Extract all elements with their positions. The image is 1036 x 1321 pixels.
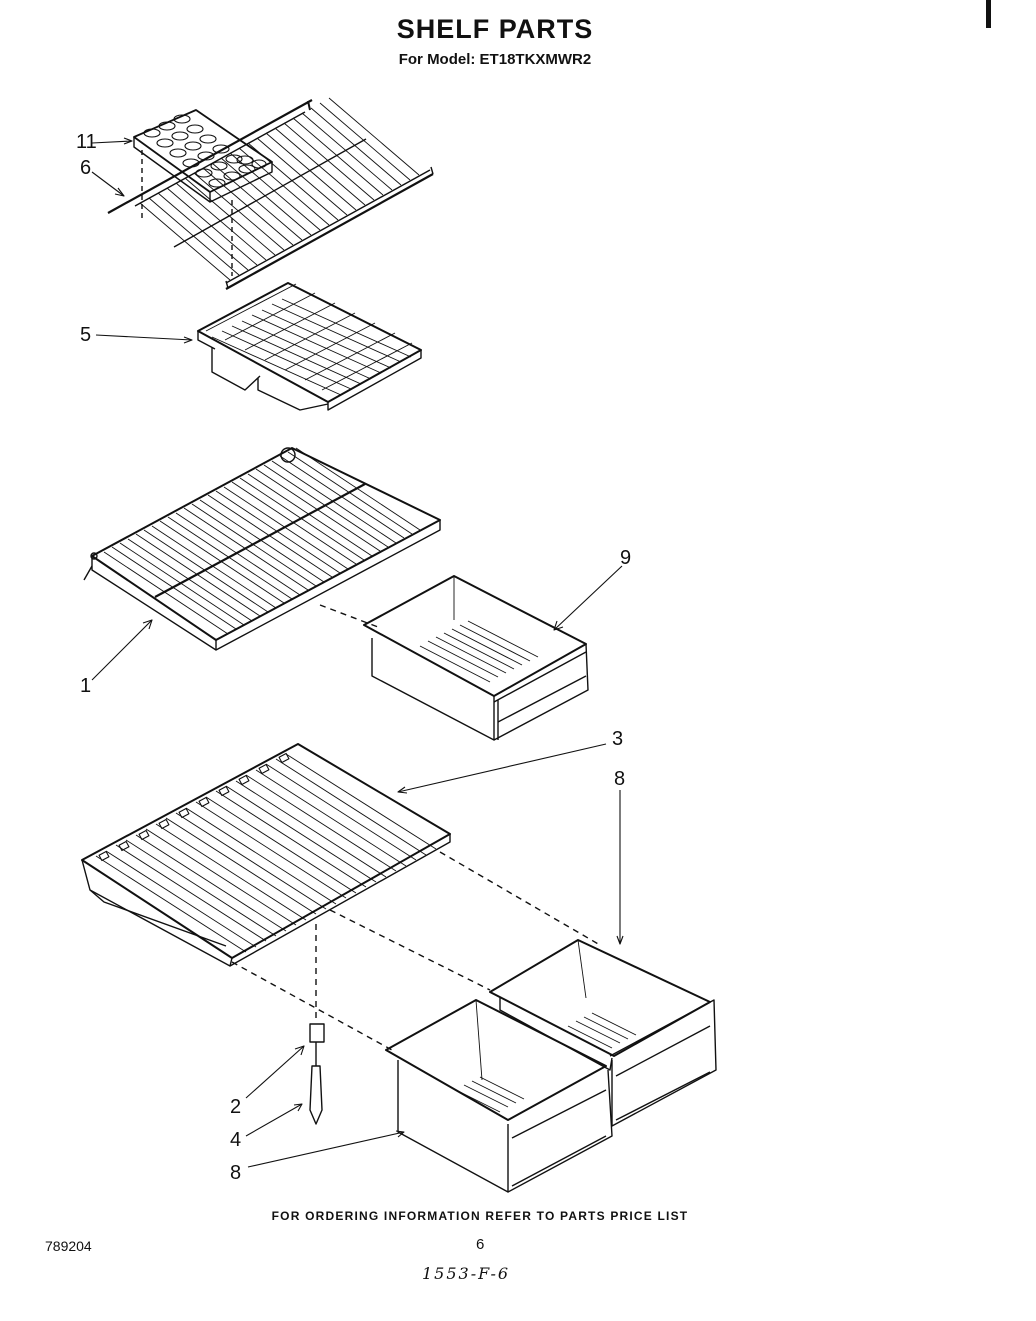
callout-9: 9 [620,547,632,569]
page-number: 6 [476,1236,485,1253]
ice-cube-tray [133,109,273,276]
small-freezer-shelf [197,282,422,411]
freezer-wire-shelf [107,97,434,290]
crisper-cover-shelf [81,743,601,1051]
handwritten-code: 1553-F-6 [422,1264,511,1283]
crisper-drawers [385,939,717,1193]
drawer-clip-and-handle [309,1023,325,1125]
callout-5: 5 [80,324,92,346]
callout-3: 3 [612,728,624,750]
callout-8-rear-drawer: 8 [614,768,626,790]
ordering-note: FOR ORDERING INFORMATION REFER TO PARTS … [271,1209,689,1223]
callout-6: 6 [80,157,92,179]
callout-11: 11 [76,131,97,153]
edge-mark [986,0,991,28]
meat-drawer [363,575,589,741]
page-title: SHELF PARTS [396,14,594,44]
refrigerator-wire-shelf [83,447,441,651]
leader-lines [91,137,624,1168]
document-number: 789204 [45,1238,92,1254]
model-subtitle: For Model: ET18TKXMWR2 [398,51,592,68]
callout-8-front-drawer: 8 [230,1162,242,1184]
callout-1: 1 [80,675,92,697]
callout-2: 2 [230,1096,242,1118]
callout-4: 4 [230,1129,242,1151]
